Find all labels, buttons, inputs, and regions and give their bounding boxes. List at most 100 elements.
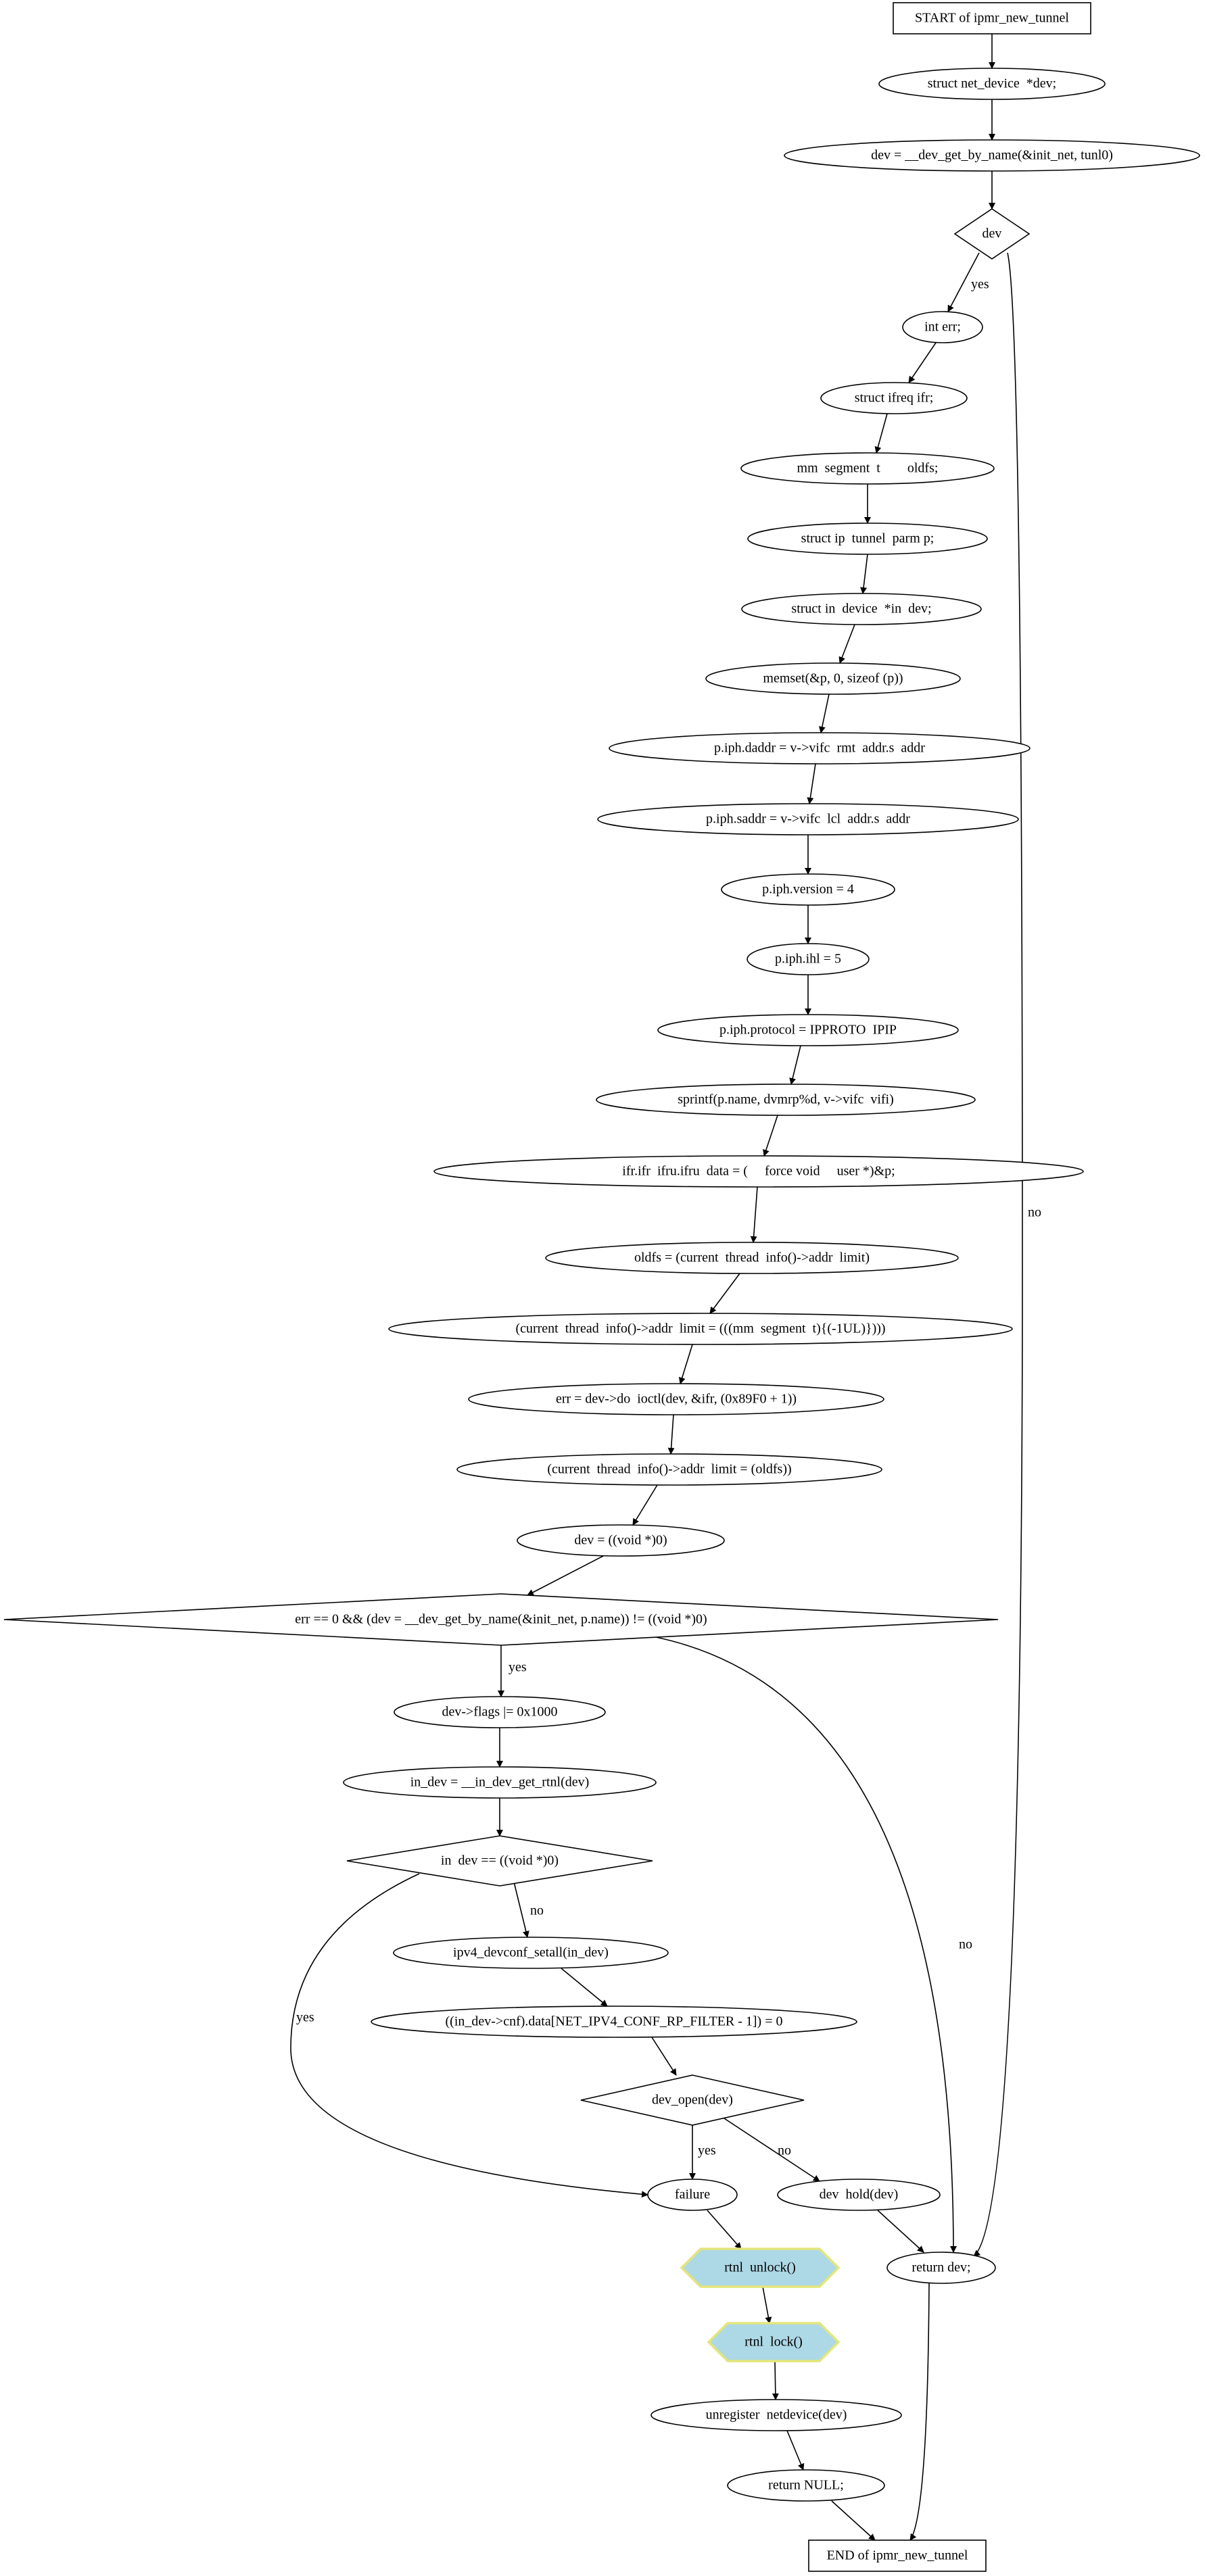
node-dev-flags-0x1000: dev->flags |= 0x1000 <box>394 1696 606 1728</box>
node-label: int err; <box>924 320 961 335</box>
node-dev-dev-get-by-name-init-net-tunl0: dev = __dev_get_by_name(&init_net, tunl0… <box>784 139 1200 172</box>
ellipse-shape <box>468 1383 884 1415</box>
node-label: ifr.ifr ifru.ifru data = ( force void us… <box>622 1164 895 1179</box>
node-label: dev_open(dev) <box>652 2093 733 2108</box>
edge-n18-n19 <box>678 1344 693 1384</box>
edge-line <box>807 763 816 804</box>
node-label: (current thread info()->addr limit = (ol… <box>547 1462 791 1477</box>
edge-line <box>632 1484 658 1526</box>
node-return-dev: return dev; <box>886 2252 996 2284</box>
edge-line <box>860 554 868 594</box>
edge-n28-n30: no <box>719 2115 820 2182</box>
node-dev-hold-dev: dev hold(dev) <box>777 2179 941 2211</box>
edge-line <box>290 1873 648 2198</box>
node-label: p.iph.saddr = v->vifc lcl addr.s addr <box>706 812 910 827</box>
node-label: return NULL; <box>768 2478 844 2493</box>
node-memset-p-0-sizeof-p: memset(&p, 0, sizeof (p)) <box>705 662 961 695</box>
ellipse-shape <box>394 1696 606 1728</box>
edge-line <box>874 413 888 454</box>
edge-line <box>772 2360 779 2400</box>
edge-line <box>750 1186 758 1243</box>
node-label: dev = __dev_get_by_name(&init_net, tunl0… <box>871 148 1113 163</box>
node-current-thread-info-addr-limit-oldfs: (current thread info()->addr limit = (ol… <box>456 1453 882 1486</box>
node-return-null: return NULL; <box>727 2469 885 2502</box>
node-label: oldfs = (current thread info()->addr lim… <box>634 1250 870 1265</box>
node-dev: dev <box>953 208 1031 260</box>
node-rtnl-unlock: rtnl unlock() <box>680 2247 841 2288</box>
node-label: ipv4_devconf_setall(in_dev) <box>453 1945 609 1960</box>
node-p-iph-version-4: p.iph.version = 4 <box>721 873 895 906</box>
node-current-thread-info-addr-limit-mm-segmen: (current thread info()->addr limit = (((… <box>388 1313 1013 1345</box>
node-in-dev-void-0: in dev == ((void *)0) <box>346 1835 653 1887</box>
ellipse-shape <box>741 593 982 625</box>
edge-n4-n5 <box>908 342 937 383</box>
node-label: p.iph.daddr = v->vifc rmt addr.s addr <box>714 741 925 756</box>
edge-n19-n20 <box>667 1414 675 1455</box>
node-label: failure <box>675 2187 710 2202</box>
edge-n31-n33 <box>762 2286 772 2324</box>
node-label: memset(&p, 0, sizeof (p)) <box>763 671 903 686</box>
edge-line <box>786 2430 805 2471</box>
edge-line <box>763 1115 778 1157</box>
edge-n29-n31 <box>707 2210 742 2250</box>
diamond-shape <box>346 1835 653 1887</box>
ellipse-shape <box>393 1937 669 1969</box>
ellipse-shape <box>596 1084 976 1116</box>
edge-label-no: no <box>959 1937 972 1952</box>
edge-line <box>838 624 855 664</box>
edge-n33-n34 <box>772 2360 779 2400</box>
node-int-err: int err; <box>902 311 983 343</box>
node-label: struct in device *in dev; <box>791 602 931 616</box>
edge-line <box>973 252 1023 2257</box>
box-shape <box>808 2539 987 2572</box>
edge-line <box>678 1344 693 1384</box>
node-dev-open-dev: dev_open(dev) <box>580 2074 805 2126</box>
ellipse-shape <box>820 382 968 414</box>
ellipse-shape <box>433 1155 1084 1188</box>
edge-n26-n27 <box>561 1968 608 2007</box>
edge-n21-n22 <box>527 1555 604 1596</box>
ellipse-shape <box>878 68 1106 100</box>
hexagon-shape <box>707 2322 841 2362</box>
node-label: p.iph.protocol = IPPROTO IPIP <box>719 1023 897 1038</box>
edge-n3-n32: no <box>973 252 1041 2257</box>
edge-n14-n15 <box>789 1045 801 1085</box>
node-label: START of ipmr_new_tunnel <box>915 11 1069 26</box>
edge-line <box>561 1968 608 2007</box>
edge-label-no: no <box>778 2143 791 2158</box>
ellipse-shape <box>902 311 983 343</box>
edge-line <box>818 694 830 733</box>
ellipse-shape <box>609 732 1031 764</box>
node-struct-in-device-in-dev: struct in device *in dev; <box>741 593 982 625</box>
edge-line <box>947 252 980 312</box>
edge-line <box>831 2500 876 2541</box>
node-in-dev-cnf-data-net-ipv4-conf-rp-filter-: ((in_dev->cnf).data[NET_IPV4_CONF_RP_FIL… <box>371 2006 857 2038</box>
node-label: struct ifreq ifr; <box>855 391 934 406</box>
ellipse-shape <box>784 139 1200 172</box>
edge-label-yes: yes <box>508 1660 527 1675</box>
edge-label-yes: yes <box>296 2010 314 2025</box>
node-oldfs-current-thread-info-addr-limit: oldfs = (current thread info()->addr lim… <box>545 1242 959 1274</box>
diamond-shape <box>953 208 1031 260</box>
edge-line <box>908 342 937 383</box>
node-label: p.iph.ihl = 5 <box>775 952 841 967</box>
ellipse-shape <box>747 943 870 975</box>
node-label: mm segment t oldfs; <box>797 461 939 476</box>
edge-line <box>719 2115 820 2182</box>
edge-n34-n35 <box>786 2430 805 2471</box>
node-label: END of ipmr_new_tunnel <box>827 2548 968 2563</box>
node-ifr-ifr-ifru-ifru-data-force-void-user-p: ifr.ifr ifru.ifru data = ( force void us… <box>433 1155 1084 1188</box>
edge-n3-n4: yes <box>947 252 989 312</box>
ellipse-shape <box>777 2179 941 2211</box>
node-sprintf-p-name-dvmrp-d-v-vifc-vifi: sprintf(p.name, dvmrp%d, v->vifc vifi) <box>596 1084 976 1116</box>
node-err-dev-do-ioctl-dev-ifr-0x89f0-1: err = dev->do ioctl(dev, &ifr, (0x89F0 +… <box>468 1383 884 1415</box>
node-label: dev->flags |= 0x1000 <box>442 1705 558 1720</box>
edge-n16-n17 <box>750 1186 758 1243</box>
ellipse-shape <box>343 1766 657 1799</box>
edge-n10-n11 <box>807 763 816 804</box>
node-label: rtnl lock() <box>744 2335 803 2350</box>
node-p-iph-daddr-v-vifc-rmt-addr-s-addr: p.iph.daddr = v->vifc rmt addr.s addr <box>609 732 1031 764</box>
node-p-iph-protocol-ipproto-ipip: p.iph.protocol = IPPROTO IPIP <box>657 1014 959 1046</box>
